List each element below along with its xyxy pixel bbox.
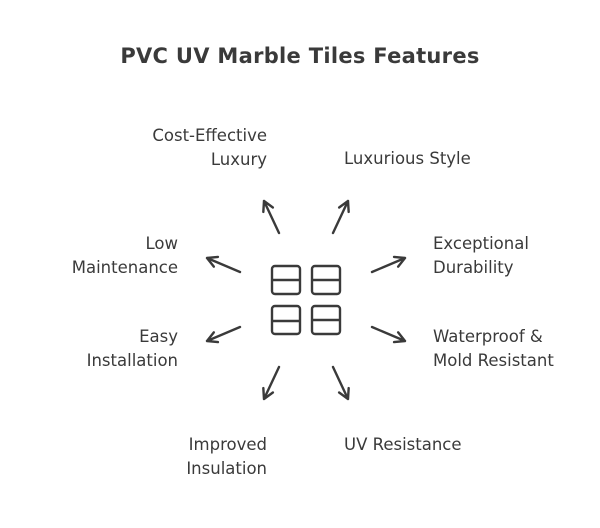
arrow-icon [331,365,350,401]
arrow-icon [205,255,242,274]
label-line: Mold Resistant [433,351,554,370]
arrow-icon [262,365,281,401]
arrow-icon [370,325,407,344]
label-line: Low [145,234,179,253]
diagram-title: PVC UV Marble Tiles Features [120,44,480,68]
arrow-icon [370,255,407,274]
arrow-icon [205,325,242,344]
label-luxurious-style: Luxurious Style [344,147,471,171]
label-line: Installation [86,351,178,370]
label-line: Exceptional [433,234,529,253]
label-line: Luxurious Style [344,149,471,168]
label-line: Cost-Effective [152,126,267,145]
label-line: Waterproof & [433,327,543,346]
label-line: Improved [188,435,267,454]
label-uv-resistance: UV Resistance [344,433,462,457]
label-waterproof-mold-resistant: Waterproof & Mold Resistant [433,325,554,373]
label-line: Maintenance [71,258,178,277]
arrow-icon [262,199,281,235]
label-line: Easy [139,327,178,346]
label-line: Insulation [186,459,267,478]
arrow-icon [331,199,350,235]
tiles-icon [270,264,342,336]
label-line: Luxury [210,150,267,169]
label-line: Durability [433,258,514,277]
label-line: UV Resistance [344,435,462,454]
